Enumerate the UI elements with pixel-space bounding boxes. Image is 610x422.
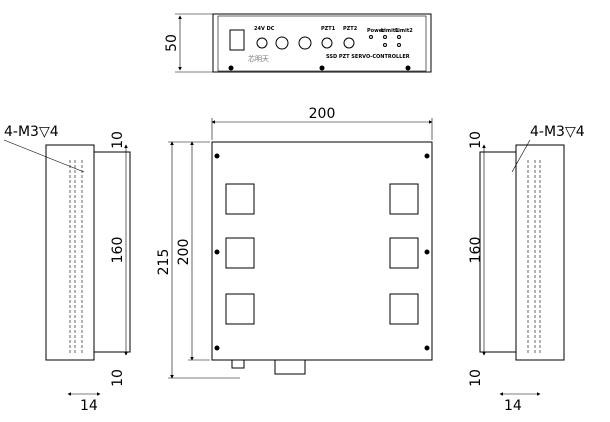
dim-bottom-left: 10 (110, 369, 126, 387)
top-view: 200 215 200 (156, 106, 433, 379)
dim-depth: 200 (176, 239, 192, 266)
screw-spec-left: 4-M3▽4 (4, 124, 59, 140)
dim-height: 50 (164, 34, 180, 52)
dim-span-left: 160 (110, 237, 126, 264)
label-pzt1: PZT1 (321, 26, 336, 32)
model-label: SSD PZT SERVO-CONTROLLER (326, 54, 410, 60)
dim-offset-right: 14 (504, 398, 522, 414)
label-power: Power (367, 28, 385, 34)
screw-spec-right: 4-M3▽4 (530, 124, 585, 140)
dim-span-right: 160 (468, 237, 484, 264)
dim-bottom-right: 10 (468, 369, 484, 387)
dim-top-left: 10 (110, 131, 126, 149)
right-side-view: 4-M3▽4 10 160 10 14 (468, 124, 585, 414)
label-limit1: Limit1 (381, 28, 399, 34)
front-view: 50 24V DC PZT1 PZT2 Power Limit1 Limit2 … (164, 13, 432, 73)
label-24vdc: 24V DC (254, 26, 275, 32)
dim-offset-left: 14 (80, 398, 98, 414)
left-side-view: 4-M3▽4 10 160 10 14 (3, 124, 131, 414)
dim-total-depth: 215 (156, 249, 172, 276)
label-pzt2: PZT2 (343, 26, 358, 32)
dim-top-right: 10 (468, 131, 484, 149)
dim-width: 200 (309, 106, 336, 122)
label-limit2: Limit2 (395, 28, 413, 34)
logo: 芯明天 (248, 54, 269, 63)
